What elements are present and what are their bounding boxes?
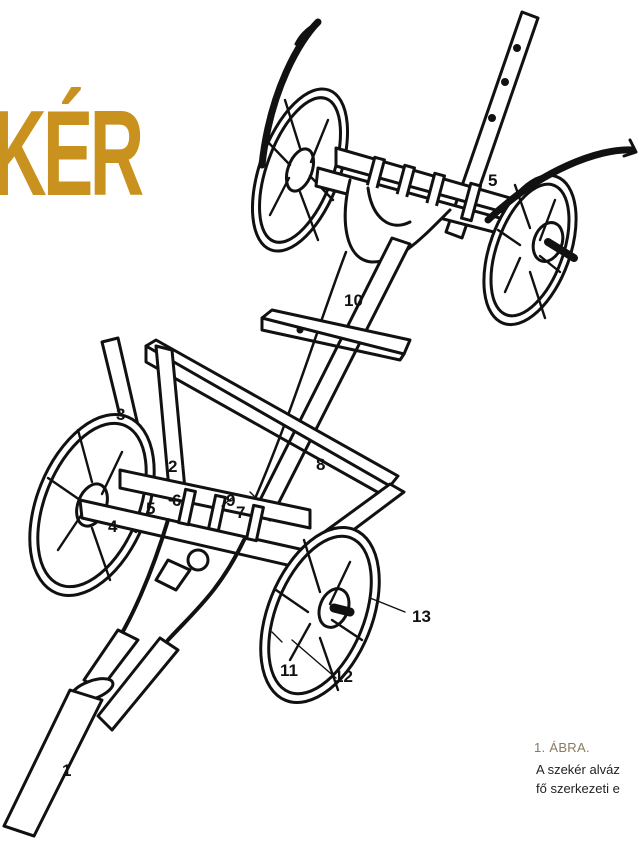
- label-7: 7: [236, 503, 245, 522]
- label-6: 6: [172, 491, 181, 510]
- rear-right-fender: [484, 138, 638, 224]
- rear-right-wheel: [482, 173, 578, 327]
- figure-number: 1. ÁBRA.: [534, 740, 590, 755]
- label-10: 10: [344, 291, 363, 310]
- figure-caption: A szekér alváz fő szerkezeti e: [536, 760, 641, 798]
- middle-bolster: [260, 308, 412, 362]
- rear-left-fender: [258, 18, 322, 169]
- front-fork-and-shaft: [69, 518, 246, 732]
- page-title: KÉR: [0, 85, 144, 221]
- label-5-front: 5: [146, 499, 155, 518]
- label-13: 13: [412, 607, 431, 626]
- label-9: 9: [226, 491, 235, 510]
- label-5-rear: 5: [488, 171, 497, 190]
- part-labels: 1 2 3 4 5 5 6 7 8 9 10 11 12 13: [62, 171, 497, 780]
- rear-fork: [343, 178, 452, 264]
- label-2: 2: [168, 457, 177, 476]
- label-1: 1: [62, 761, 71, 780]
- caption-line-1: A szekér alváz: [536, 762, 620, 777]
- label-8: 8: [316, 455, 325, 474]
- label-3: 3: [116, 405, 125, 424]
- rear-pole: [444, 10, 540, 240]
- front-tongue: [2, 688, 104, 838]
- leader-lines: [221, 491, 406, 679]
- label-12: 12: [334, 667, 353, 686]
- label-11: 11: [280, 661, 298, 680]
- label-4: 4: [108, 517, 118, 536]
- front-right-wheel: [259, 526, 381, 704]
- caption-line-2: fő szerkezeti e: [536, 781, 620, 796]
